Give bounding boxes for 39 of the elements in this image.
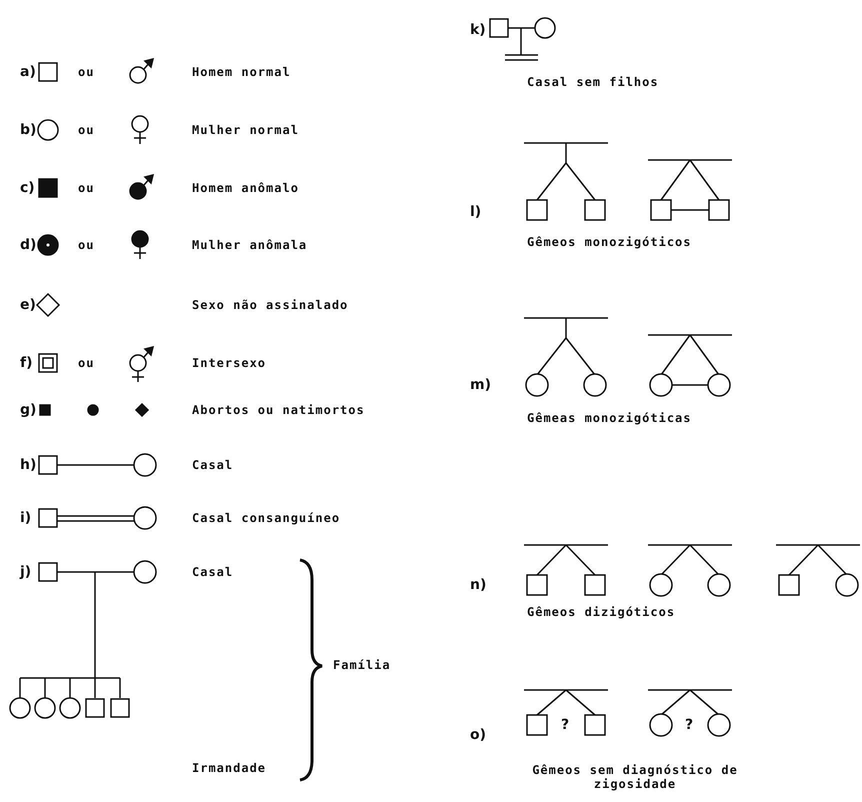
symbol-caption: Mulher anômala <box>192 238 308 252</box>
item-letter: g) <box>20 403 36 417</box>
item-letter: m) <box>470 378 491 392</box>
symbol-caption: Gêmeos dizigóticos <box>527 605 676 619</box>
connector-word: ou <box>78 356 94 370</box>
item-letter: l) <box>470 205 482 219</box>
symbol-caption: Casal consanguíneo <box>192 511 340 525</box>
item-letter: c) <box>20 181 35 195</box>
item-letter: e) <box>20 298 36 312</box>
connector-word: ou <box>78 238 94 252</box>
item-letter: n) <box>470 578 486 592</box>
connector-word: ou <box>78 123 94 137</box>
item-letter: f) <box>20 356 32 370</box>
connector-word: ou <box>78 65 94 79</box>
question-mark: ? <box>685 718 694 732</box>
item-letter: b) <box>20 123 36 137</box>
symbol-caption: Sexo não assinalado <box>192 298 348 312</box>
question-mark: ? <box>561 718 570 732</box>
item-letter: o) <box>470 728 486 742</box>
symbol-caption: Gêmeos sem diagnóstico de zigosidade <box>531 763 739 791</box>
item-letter: j) <box>20 565 32 579</box>
item-letter: d) <box>20 238 36 252</box>
group-caption: Família <box>333 658 391 672</box>
symbol-caption: Gêmeas monozigóticas <box>527 411 692 425</box>
symbol-caption: Intersexo <box>192 356 266 370</box>
symbol-caption: Homem anômalo <box>192 181 299 195</box>
symbol-caption: Gêmeos monozigóticos <box>527 235 692 249</box>
item-letter: k) <box>470 23 486 37</box>
symbol-caption: Abortos ou natimortos <box>192 403 365 417</box>
symbol-caption: Casal <box>192 565 234 579</box>
symbol-caption: Casal <box>192 458 234 472</box>
symbol-caption: Mulher normal <box>192 123 299 137</box>
item-letter: a) <box>20 65 36 79</box>
item-letter: h) <box>20 458 36 472</box>
symbol-caption: Homem normal <box>192 65 291 79</box>
connector-word: ou <box>78 181 94 195</box>
symbol-caption: Irmandade <box>192 761 266 775</box>
symbol-caption: Casal sem filhos <box>527 75 659 89</box>
item-letter: i) <box>20 511 32 525</box>
